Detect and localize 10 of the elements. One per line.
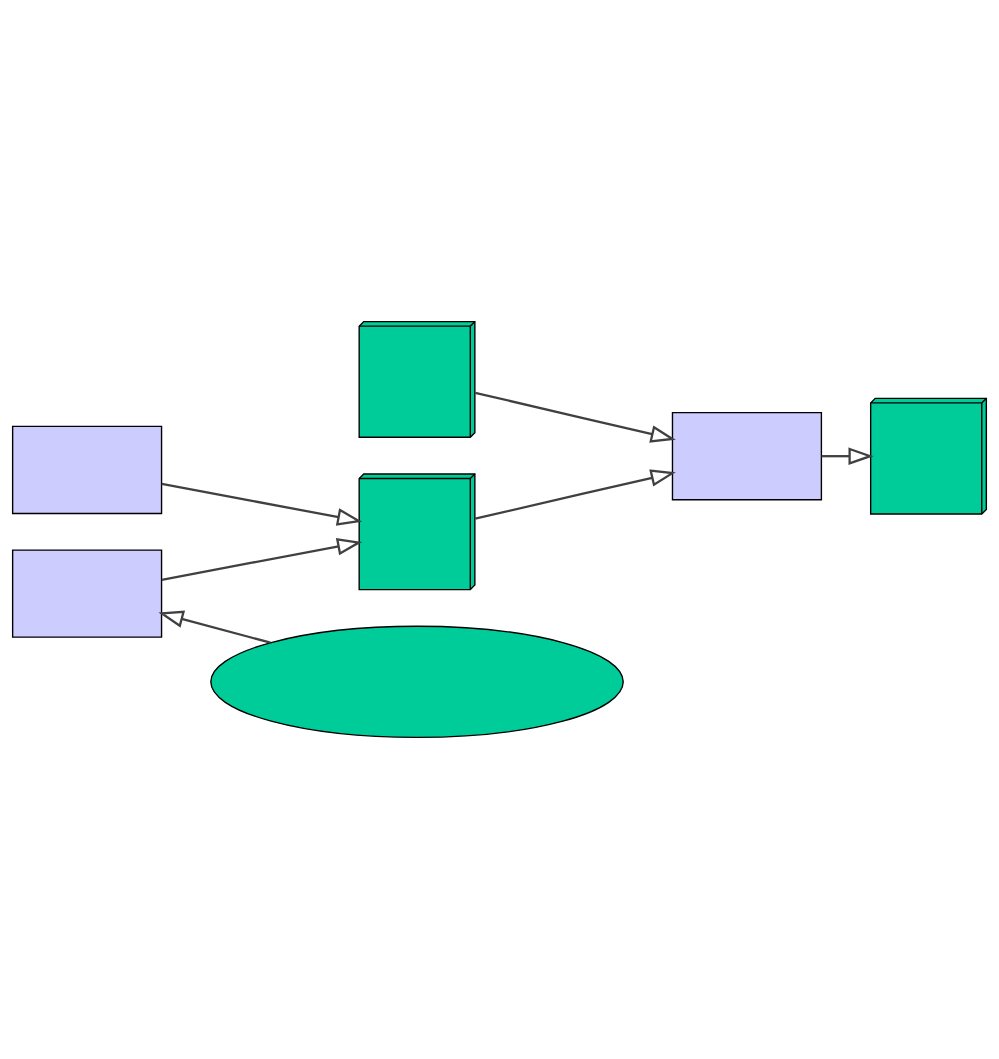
arrow <box>821 447 874 465</box>
node-box <box>671 411 823 501</box>
node-cloud <box>210 625 624 739</box>
arrow <box>161 537 363 581</box>
node-box <box>11 425 163 515</box>
arrow <box>161 482 363 526</box>
arrow <box>158 610 271 644</box>
node-box <box>11 549 163 638</box>
arrow <box>474 391 676 443</box>
arrow <box>475 469 676 520</box>
